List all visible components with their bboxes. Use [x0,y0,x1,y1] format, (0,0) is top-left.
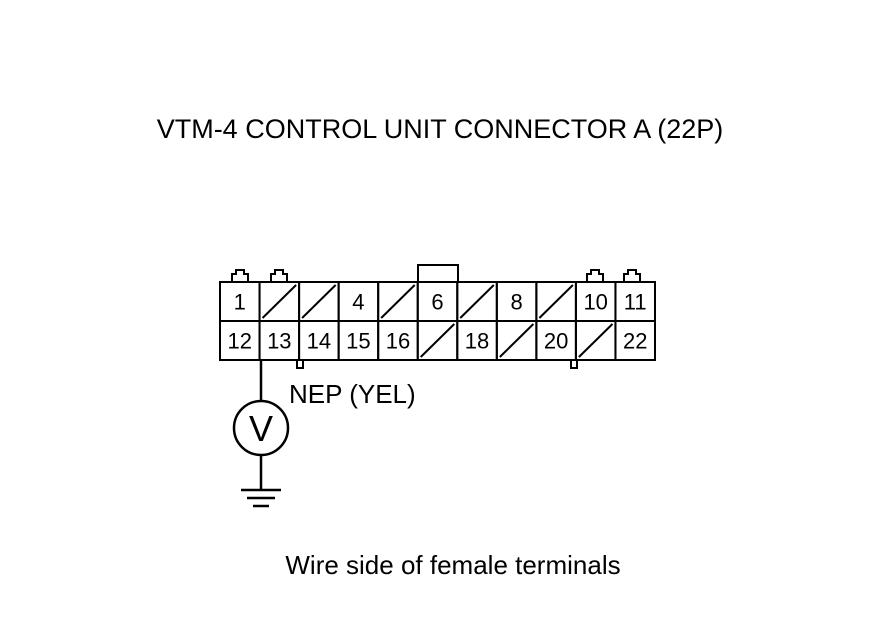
pin-number: 13 [267,329,291,354]
pin-number: 4 [352,290,364,315]
pin-number: 14 [307,329,331,354]
pin-number: 22 [623,329,647,354]
unused-pin-slash [301,284,337,319]
ground-icon [241,488,281,508]
connector-tab [623,269,641,282]
pin-number: 16 [386,329,410,354]
connector-tab [586,269,604,282]
pin-number: 6 [431,290,443,315]
pin-number: 12 [228,329,252,354]
unused-pin-slash [499,323,535,358]
unused-pin-slash [420,323,455,358]
connector-tab [270,269,288,282]
pin-number: 1 [234,290,246,315]
test-circuit [232,360,290,508]
pin-number: 10 [583,290,607,315]
pin-number: 11 [624,290,647,315]
connector-tab [231,269,249,282]
pin-number: 8 [510,290,522,315]
unused-pin-slash [261,284,297,319]
pin-number: 18 [465,329,489,354]
unused-pin-slash [578,323,614,358]
wire-label: NEP (YEL) [289,379,416,409]
connector-latch [296,360,304,369]
unused-pin-slash [459,284,495,319]
diagram-caption: Wire side of female terminals [285,550,620,580]
pin-number: 20 [544,329,568,354]
diagram-title: VTM-4 CONTROL UNIT CONNECTOR A (22P) [157,114,724,144]
pin-number: 15 [346,329,370,354]
unused-pin-slash [380,284,416,319]
pin-cell [614,320,656,361]
voltmeter-symbol: V [249,408,273,449]
unused-pin-slash [538,284,574,319]
connector-key [417,264,459,282]
connector-latch [570,360,578,369]
